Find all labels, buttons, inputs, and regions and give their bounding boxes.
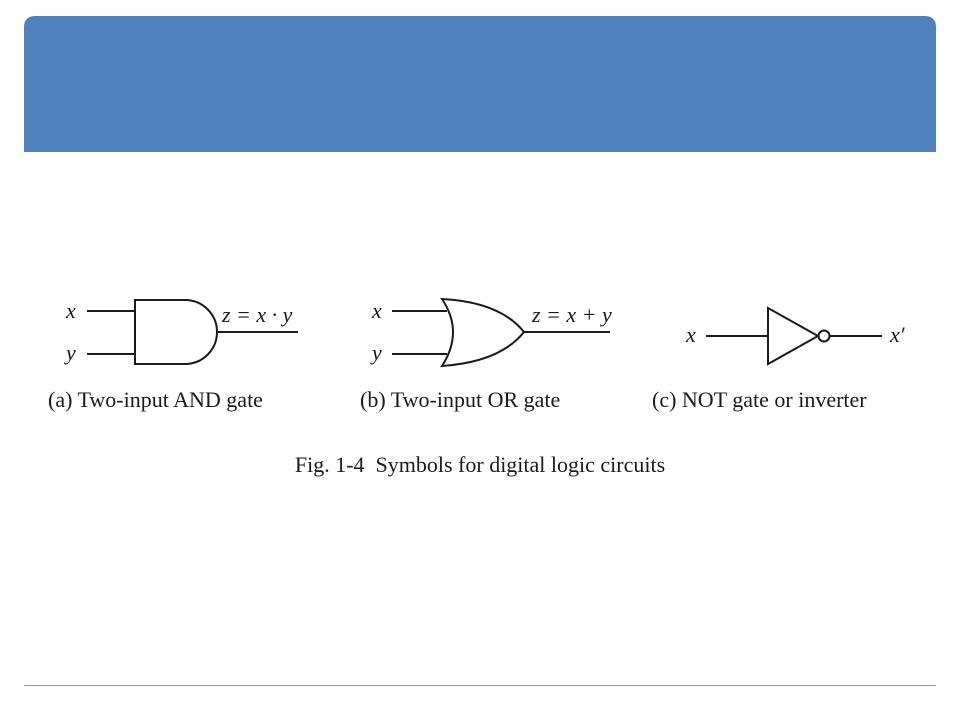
- not-output-label: x′: [889, 322, 906, 347]
- or-gate-caption: (b) Two-input OR gate: [360, 387, 560, 412]
- and-gate-caption: (a) Two-input AND gate: [48, 387, 263, 412]
- or-input-x-label: x: [371, 298, 382, 323]
- and-input-x-label: x: [65, 298, 76, 323]
- or-input-y-label: y: [370, 340, 382, 365]
- and-output-expression: z = x · y: [221, 302, 293, 327]
- not-inversion-bubble: [817, 329, 831, 343]
- figure-caption: Fig. 1-4 Symbols for digital logic circu…: [294, 452, 666, 477]
- not-input-label: x: [685, 322, 696, 347]
- and-gate-body: [134, 299, 218, 365]
- or-output-expression: z = x + y: [531, 302, 612, 327]
- not-gate-triangle: [767, 306, 821, 366]
- and-input-y-label: y: [64, 340, 76, 365]
- and-gate: [87, 299, 298, 365]
- or-gate-body: [440, 297, 526, 368]
- not-gate: [706, 306, 882, 366]
- footer-divider: [24, 685, 936, 686]
- or-gate: [392, 297, 610, 368]
- not-gate-caption: (c) NOT gate or inverter: [652, 387, 867, 412]
- slide-header-band: [24, 16, 936, 152]
